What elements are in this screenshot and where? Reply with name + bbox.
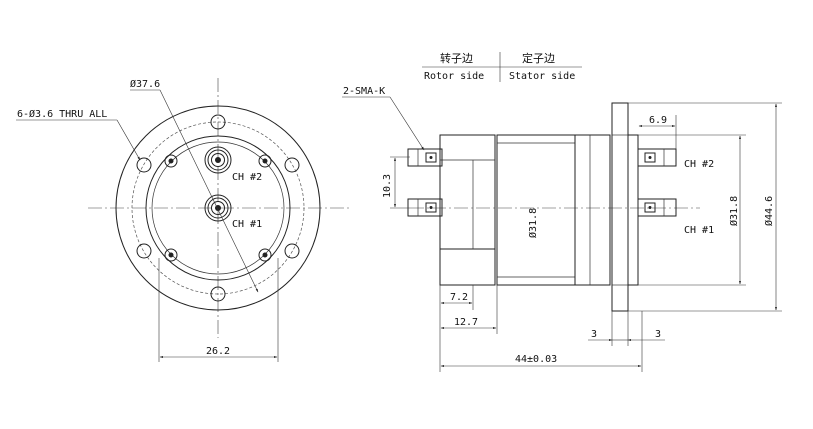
mounting-hole [136, 157, 152, 173]
stator-stub [627, 134, 639, 286]
rotor-side-cn: 转子边 [440, 51, 473, 65]
pcd-circle [131, 121, 305, 295]
mounting-hole [136, 243, 152, 259]
sma-connector-ch2 [204, 146, 232, 174]
body-circle [145, 135, 291, 281]
screw [258, 154, 272, 168]
body-diameter-right-label: Ø31.8 [728, 196, 740, 226]
mounting-hole [210, 286, 226, 302]
pcd-diameter-label: Ø37.6 [130, 78, 160, 90]
left-sma-connector-ch1 [407, 198, 443, 217]
body-diameter-label: Ø31.8 [527, 208, 539, 238]
mounting-hole [284, 157, 300, 173]
connector-note-label: 2-SMA-K [343, 86, 385, 97]
rotor-hub [439, 134, 496, 250]
dim-12-7-label: 12.7 [454, 317, 478, 328]
stator-body [574, 134, 611, 286]
hole-note-leader [116, 119, 141, 161]
flange-diameter-label: Ø44.6 [763, 196, 775, 226]
rotor-side-en: Rotor side [424, 71, 484, 82]
overall-length-label: 44±0.03 [515, 354, 557, 365]
screw [164, 154, 178, 168]
flange [611, 102, 629, 312]
screw [164, 248, 178, 262]
right-sma-connector-ch1 [637, 198, 677, 217]
stator-side-en: Stator side [509, 71, 575, 82]
hole-note-label: 6-Ø3.6 THRU ALL [17, 108, 107, 120]
mounting-hole [210, 114, 226, 130]
left-sma-connector-ch2 [407, 148, 443, 167]
connector-note-leader [389, 96, 425, 151]
spacing-dimension-label: 10.3 [382, 174, 393, 198]
mounting-hole [284, 243, 300, 259]
stator-side-cn: 定子边 [522, 51, 555, 65]
body-inner-circle [151, 141, 285, 275]
outer-flange-circle [115, 105, 321, 311]
side-ch2-label: CH #2 [684, 159, 714, 170]
flange-offset-label: 6.9 [649, 115, 667, 126]
rotor-hub-step [439, 248, 496, 286]
screw [258, 248, 272, 262]
right-sma-connector-ch2 [637, 148, 677, 167]
flange-thickness-left-label: 3 [591, 329, 597, 340]
pcd-leader [159, 89, 259, 293]
flange-thickness-right-label: 3 [655, 329, 661, 340]
width-dimension-label: 26.2 [206, 346, 230, 357]
front-ch2-label: CH #2 [232, 172, 262, 183]
side-ch1-label: CH #1 [684, 225, 714, 236]
dim-7-2-label: 7.2 [450, 292, 468, 303]
side-view: 转子边 定子边 Rotor side Stator side Ø31.8 [342, 51, 782, 372]
front-ch1-label: CH #1 [232, 219, 262, 230]
front-view: CH #2 CH #1 Ø37.6 6-Ø3.6 THRU ALL 26.2 [16, 78, 350, 362]
